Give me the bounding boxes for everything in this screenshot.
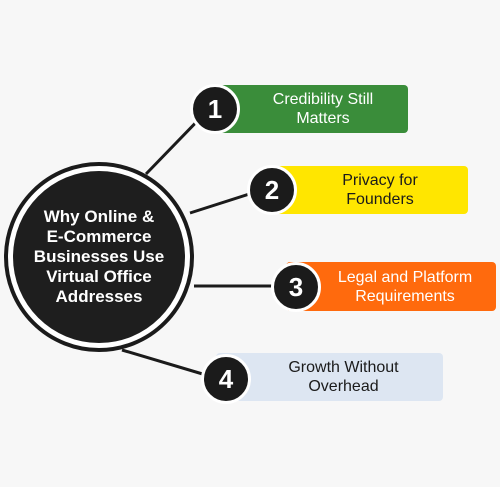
item-box-credibility: Credibility Still Matters <box>210 85 408 133</box>
item-box-legal: Legal and Platform Requirements <box>286 262 496 311</box>
item-label-4: Growth Without Overhead <box>288 359 399 395</box>
number-badge-4-text: 4 <box>218 364 234 394</box>
number-badge-3: 3 <box>271 262 321 312</box>
number-badge-2-text: 2 <box>264 175 280 205</box>
number-badge-3-text: 3 <box>288 272 304 302</box>
item-box-privacy: Privacy for Founders <box>264 166 468 214</box>
item-label-3: Legal and Platform Requirements <box>337 268 473 305</box>
number-badge-1-text: 1 <box>207 94 223 124</box>
item-label-1: Credibility Still Matters <box>272 91 374 127</box>
hub-title: Why Online & E-Commerce Businesses Use V… <box>33 207 165 306</box>
item-label-2: Privacy for Founders <box>342 172 418 208</box>
number-badge-4: 4 <box>201 354 251 404</box>
number-badge-2: 2 <box>247 165 297 215</box>
connector-line-4 <box>121 348 217 380</box>
hub-circle: Why Online & E-Commerce Businesses Use V… <box>13 171 185 343</box>
item-box-growth: Growth Without Overhead <box>216 353 443 401</box>
number-badge-1: 1 <box>190 84 240 134</box>
